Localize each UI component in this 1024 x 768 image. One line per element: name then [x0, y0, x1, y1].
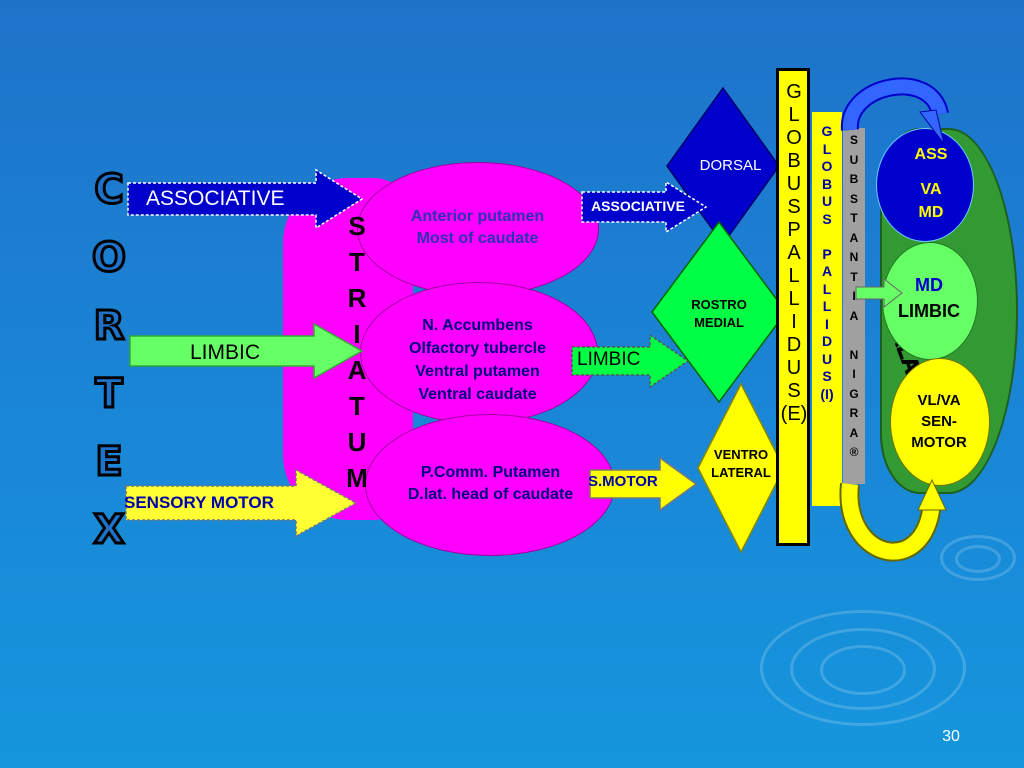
- ripple-decoration: [940, 535, 1016, 581]
- associative-output-arrow: [581, 180, 708, 234]
- thalamus-motor-nucleus: [890, 358, 990, 486]
- dorsal-label: DORSAL: [699, 157, 762, 174]
- ripple-decoration: [820, 645, 906, 695]
- associative-output-label: ASSOCIATIVE: [591, 198, 685, 214]
- thalamus-ass-label: ASS VA MD: [914, 146, 948, 221]
- ripple-decoration: [790, 628, 936, 710]
- globus-pallidus-internal: [812, 112, 842, 506]
- globus-pallidus-external: [776, 68, 810, 546]
- globus-pallidus-internal-label: G L O B U S P A L L I D U S (I): [820, 123, 834, 402]
- limbic-thalamus-arrow: [855, 277, 903, 309]
- striatum-label: S T R I A T U M: [346, 211, 368, 493]
- limbic-output-arrow: [571, 333, 690, 389]
- ellipse-motor: [365, 414, 615, 556]
- limbic-input-label: LIMBIC: [190, 341, 261, 364]
- motor-output-arrow: [589, 456, 698, 512]
- substantia-nigra: [843, 128, 865, 484]
- striatum-motor-text: P.Comm. Putamen D.lat. head of caudate: [407, 464, 574, 503]
- bottom-loop-arrow: [839, 478, 947, 562]
- slide-number: 30: [942, 728, 960, 745]
- sensory-motor-input-arrow: [125, 468, 358, 538]
- top-loop-arrow: [840, 77, 949, 145]
- thalamus-limbic-label: MD LIMBIC: [898, 275, 960, 321]
- ripple-decoration: [955, 545, 1001, 573]
- cortex-label: C O R T E X: [90, 167, 127, 553]
- striatum-limbic-text: N. Accumbens Olfactory tubercle Ventral …: [409, 317, 546, 403]
- rostro-medial-diamond: [651, 220, 787, 404]
- associative-input-arrow: [127, 168, 364, 230]
- thalamus-limbic-nucleus: [882, 242, 978, 360]
- rostro-medial-label: ROSTRO MEDIAL: [691, 297, 747, 330]
- limbic-output-label: LIMBIC: [577, 349, 641, 370]
- associative-input-label: ASSOCIATIVE: [146, 187, 285, 210]
- sensory-motor-input-label: SENSORY MOTOR: [124, 493, 274, 512]
- substantia-nigra-label: S U B S T A N T I A N I G R A ®: [849, 133, 859, 459]
- ellipse-limbic: [360, 282, 598, 424]
- thalamus-motor-label: VL/VA SEN- MOTOR: [911, 392, 967, 451]
- ventro-lateral-label: VENTRO LATERAL: [711, 447, 771, 480]
- ripple-decoration: [760, 610, 966, 726]
- ventro-lateral-diamond: [697, 382, 785, 554]
- globus-pallidus-external-label: G L O B U S P A L L I D U S (E): [780, 81, 808, 425]
- striatum-associative-text: Anterior putamen Most of caudate: [410, 208, 545, 247]
- thalamus-ass-nucleus: [876, 128, 974, 242]
- limbic-input-arrow: [129, 322, 364, 380]
- motor-output-label: S.MOTOR: [588, 473, 658, 490]
